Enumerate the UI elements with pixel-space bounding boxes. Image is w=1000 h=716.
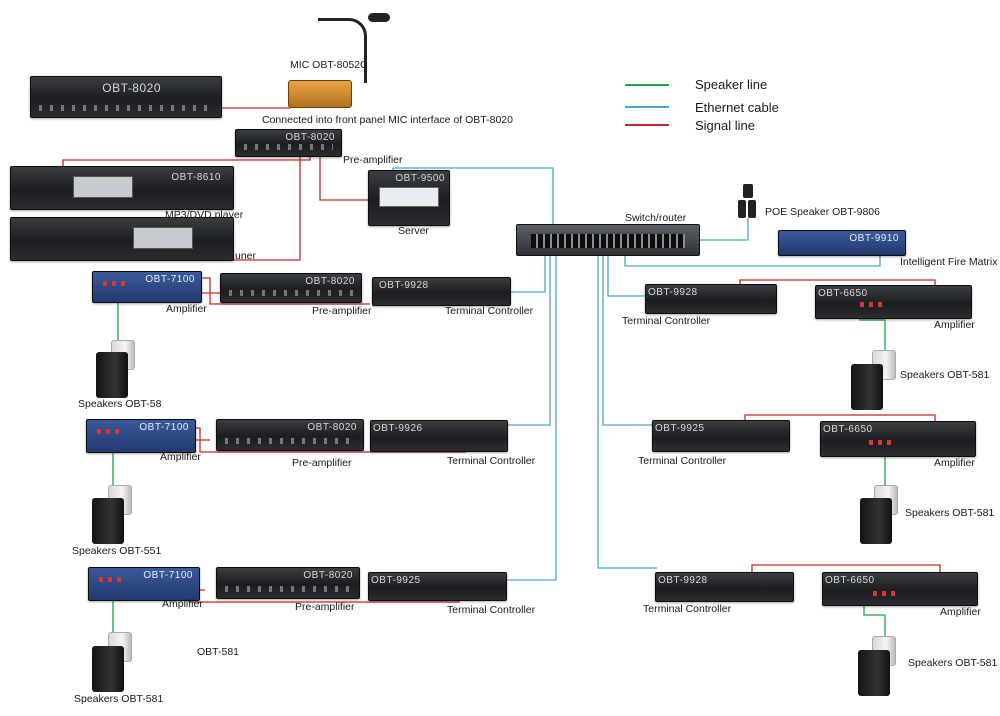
right-term-2-label: Terminal Controller [638,455,727,467]
right-term-3-label: Terminal Controller [643,603,732,615]
left-amp-2-label: Amplifier [160,451,201,463]
legend-ethernet-text: Ethernet cable [695,100,779,115]
right-speaker-1-label: Speakers OBT-581 [900,369,990,381]
amp-leds [873,591,897,596]
right-speaker-3-icon [858,650,890,696]
ethernet-switch-left-term3 [505,252,557,581]
amp-leds [103,281,127,286]
ethernet-switch-right-term1 [607,252,645,297]
right-amp-3: OBT-6650 [822,572,978,606]
rack-knobs [39,105,213,111]
fire-matrix: OBT-9910 [778,230,906,256]
right-speaker-2-icon [860,498,892,544]
right-amp-2-label: Amplifier [934,457,975,469]
left-preamp-3: OBT-8020 [216,567,360,599]
left-amp-1-label: Amplifier [166,303,207,315]
mp3-panel [73,176,133,198]
legend-speaker-text: Speaker line [695,77,768,92]
poe-label: POE Speaker OBT-9806 [765,206,880,218]
amp-leds [97,429,121,434]
ethernet-switch-left-term2 [506,252,551,426]
preamp-knobs [225,586,351,592]
mic-connection-label: Connected into front panel MIC interface… [262,114,513,126]
left-preamp-3-label: Pre-amplifier [295,601,355,613]
left-term-3: OBT-9925 [368,572,507,601]
mic-base [288,80,352,108]
amp-leds [860,302,884,307]
left-preamp-2-label: Pre-amplifier [292,457,352,469]
left-term-1-label: Terminal Controller [445,305,534,317]
right-term-1-label: Terminal Controller [622,315,711,327]
amp-leds [99,577,123,582]
switch-router [516,224,700,256]
right-speaker-2-label: Speakers OBT-581 [905,507,995,519]
server-label: Server [398,225,429,237]
top-rack-unit: OBT-8020 [30,76,222,118]
right-term-3: OBT-9928 [655,572,794,602]
switch-label: Switch/router [625,212,687,224]
right-term-2: OBT-9925 [652,420,790,452]
left-zone-3-extra-label: OBT-581 [197,646,240,658]
left-speaker-3-label: Speakers OBT-581 [74,693,164,705]
legend-ethernet-swatch [625,106,669,108]
preamp-knobs [244,144,333,150]
left-amp-3: OBT-7100 [88,567,200,601]
tuner [10,217,234,261]
signal-right3 [751,564,941,578]
left-speaker-2-label: Speakers OBT-551 [72,545,162,557]
left-preamp-2: OBT-8020 [216,419,364,451]
left-speaker-2-icon [92,498,124,544]
matrix-label: Intelligent Fire Matrix [900,256,998,268]
legend-signal-swatch [625,124,669,126]
speaker-right2 [858,451,886,488]
right-amp-3-label: Amplifier [940,606,981,618]
left-preamp-1-label: Pre-amplifier [312,305,372,317]
speaker-right3 [863,598,886,640]
server-screen [379,187,439,207]
left-speaker-3-icon [92,646,124,692]
tuner-label: uner [235,250,257,262]
server: OBT-9500 [368,170,450,226]
poe-speaker-icon-2 [748,200,756,218]
amp-leds [869,440,893,445]
right-term-1: OBT-9928 [645,284,777,314]
signal-preamp-server [319,150,370,201]
mic-head-icon [368,13,390,22]
left-term-2: OBT-9926 [370,420,508,452]
legend-signal-text: Signal line [695,118,755,133]
left-term-2-label: Terminal Controller [447,455,536,467]
mic-gooseneck [318,18,367,83]
ethernet-switch-right-term3 [597,252,657,569]
right-speaker-3-label: Speakers OBT-581 [908,657,998,669]
ethernet-switch-matrix [624,252,881,267]
preamp-top-label: Pre-amplifier [343,154,403,166]
preamp-knobs [229,290,353,296]
legend-speaker-swatch [625,84,669,86]
switch-ports [531,234,685,248]
mic-label: MIC OBT-8052C [290,59,368,71]
ethernet-switch-right-term2 [602,252,652,426]
left-speaker-1-label: Speakers OBT-58 [78,398,162,410]
left-term-1: OBT-9928 [372,277,511,306]
left-preamp-1: OBT-8020 [220,273,362,303]
ethernet-switch-left-term1 [509,252,546,293]
left-amp-2: OBT-7100 [86,419,196,453]
poe-speaker-icon-3 [743,184,753,198]
preamp-knobs [225,438,355,444]
ethernet-cables [392,167,881,581]
left-amp-3-label: Amplifier [162,598,203,610]
left-term-3-label: Terminal Controller [447,604,536,616]
preamp-top: OBT-8020 [235,129,342,157]
right-amp-1: OBT-6650 [815,285,972,319]
right-amp-2: OBT-6650 [820,421,976,457]
left-amp-1: OBT-7100 [92,271,202,303]
right-amp-1-label: Amplifier [934,319,975,331]
left-speaker-1-icon [96,352,128,398]
top-rack-model: OBT-8020 [102,81,161,95]
right-speaker-1-icon [851,364,883,410]
tuner-panel [133,227,193,249]
poe-speaker-icon [738,200,746,218]
mp3-player: OBT-8610 [10,166,234,210]
